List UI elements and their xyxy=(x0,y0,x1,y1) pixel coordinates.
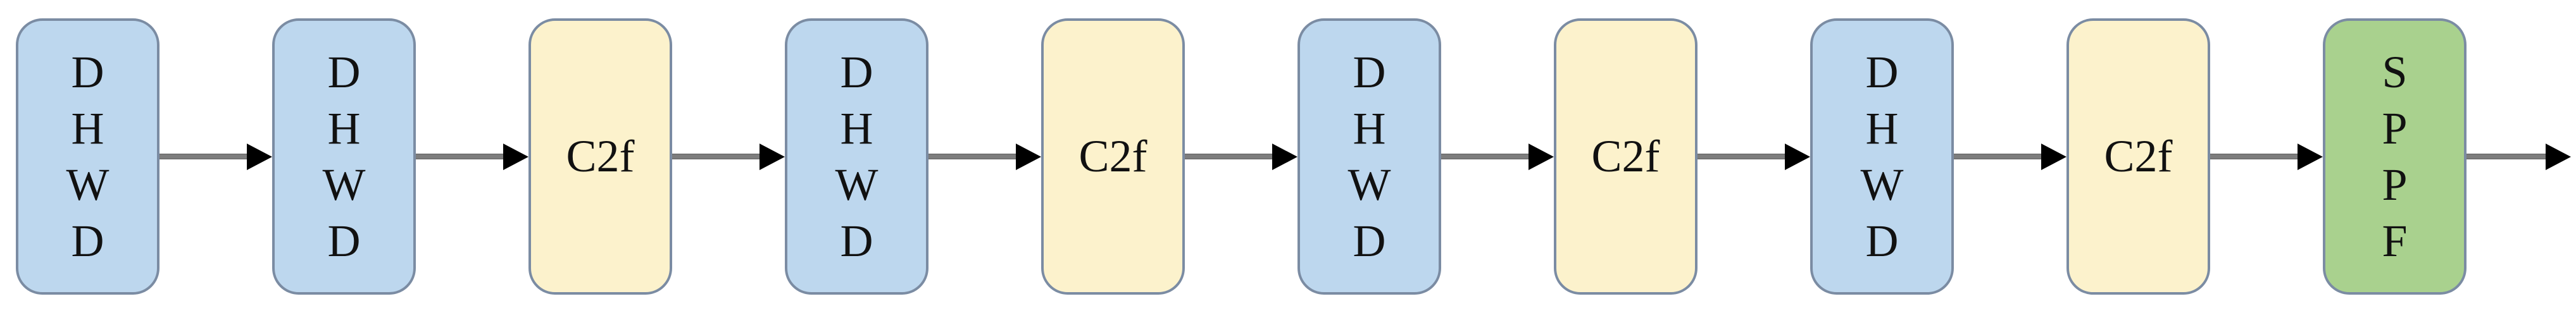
node-dhwd-4-label: D H W D xyxy=(1347,46,1391,266)
node-dhwd-2-label: D H W D xyxy=(322,46,366,266)
node-c2f-4: C2f xyxy=(2066,18,2210,295)
flow-arrow-6 xyxy=(1441,142,1554,172)
arrow-head-icon xyxy=(2041,143,2066,170)
arrow-shaft xyxy=(2467,154,2546,159)
arrow-head-icon xyxy=(1529,143,1554,170)
arrow-head-icon xyxy=(1016,143,1041,170)
arrow-shaft xyxy=(1441,154,1529,159)
arrow-head-icon xyxy=(760,143,785,170)
node-c2f-2-label: C2f xyxy=(1079,131,1147,181)
arrow-head-icon xyxy=(1272,143,1297,170)
node-dhwd-5-label: D H W D xyxy=(1860,46,1904,266)
arrow-shaft xyxy=(1698,154,1785,159)
node-c2f-4-label: C2f xyxy=(2104,131,2173,181)
flow-arrow-9 xyxy=(2210,142,2323,172)
node-dhwd-3: D H W D xyxy=(785,18,928,295)
flow-arrow-1 xyxy=(159,142,272,172)
node-c2f-3: C2f xyxy=(1554,18,1698,295)
arrow-head-icon xyxy=(503,143,528,170)
node-dhwd-4: D H W D xyxy=(1297,18,1441,295)
arrow-shaft xyxy=(159,154,247,159)
arrow-head-icon xyxy=(2546,143,2571,170)
node-c2f-1-label: C2f xyxy=(566,131,635,181)
arrow-shaft xyxy=(2210,154,2298,159)
node-c2f-3-label: C2f xyxy=(1591,131,1660,181)
node-dhwd-1: D H W D xyxy=(16,18,159,295)
arrow-shaft xyxy=(1954,154,2041,159)
arrow-shaft xyxy=(672,154,760,159)
node-dhwd-1-label: D H W D xyxy=(66,46,109,266)
node-c2f-1: C2f xyxy=(528,18,672,295)
node-sppf: S P P F xyxy=(2323,18,2467,295)
arrow-shaft xyxy=(928,154,1016,159)
flow-arrow-8 xyxy=(1954,142,2066,172)
node-dhwd-2: D H W D xyxy=(272,18,416,295)
arrow-shaft xyxy=(416,154,503,159)
flow-arrow-10-output xyxy=(2467,142,2571,172)
flow-arrow-4 xyxy=(928,142,1041,172)
flow-arrow-7 xyxy=(1698,142,1810,172)
flow-arrow-3 xyxy=(672,142,785,172)
flow-arrow-2 xyxy=(416,142,528,172)
arrow-head-icon xyxy=(2298,143,2323,170)
arrow-head-icon xyxy=(247,143,272,170)
node-c2f-2: C2f xyxy=(1041,18,1185,295)
arrow-head-icon xyxy=(1785,143,1810,170)
node-dhwd-5: D H W D xyxy=(1810,18,1954,295)
node-dhwd-3-label: D H W D xyxy=(835,46,878,266)
flow-arrow-5 xyxy=(1185,142,1297,172)
arrow-shaft xyxy=(1185,154,1272,159)
node-sppf-label: S P P F xyxy=(2382,46,2408,266)
